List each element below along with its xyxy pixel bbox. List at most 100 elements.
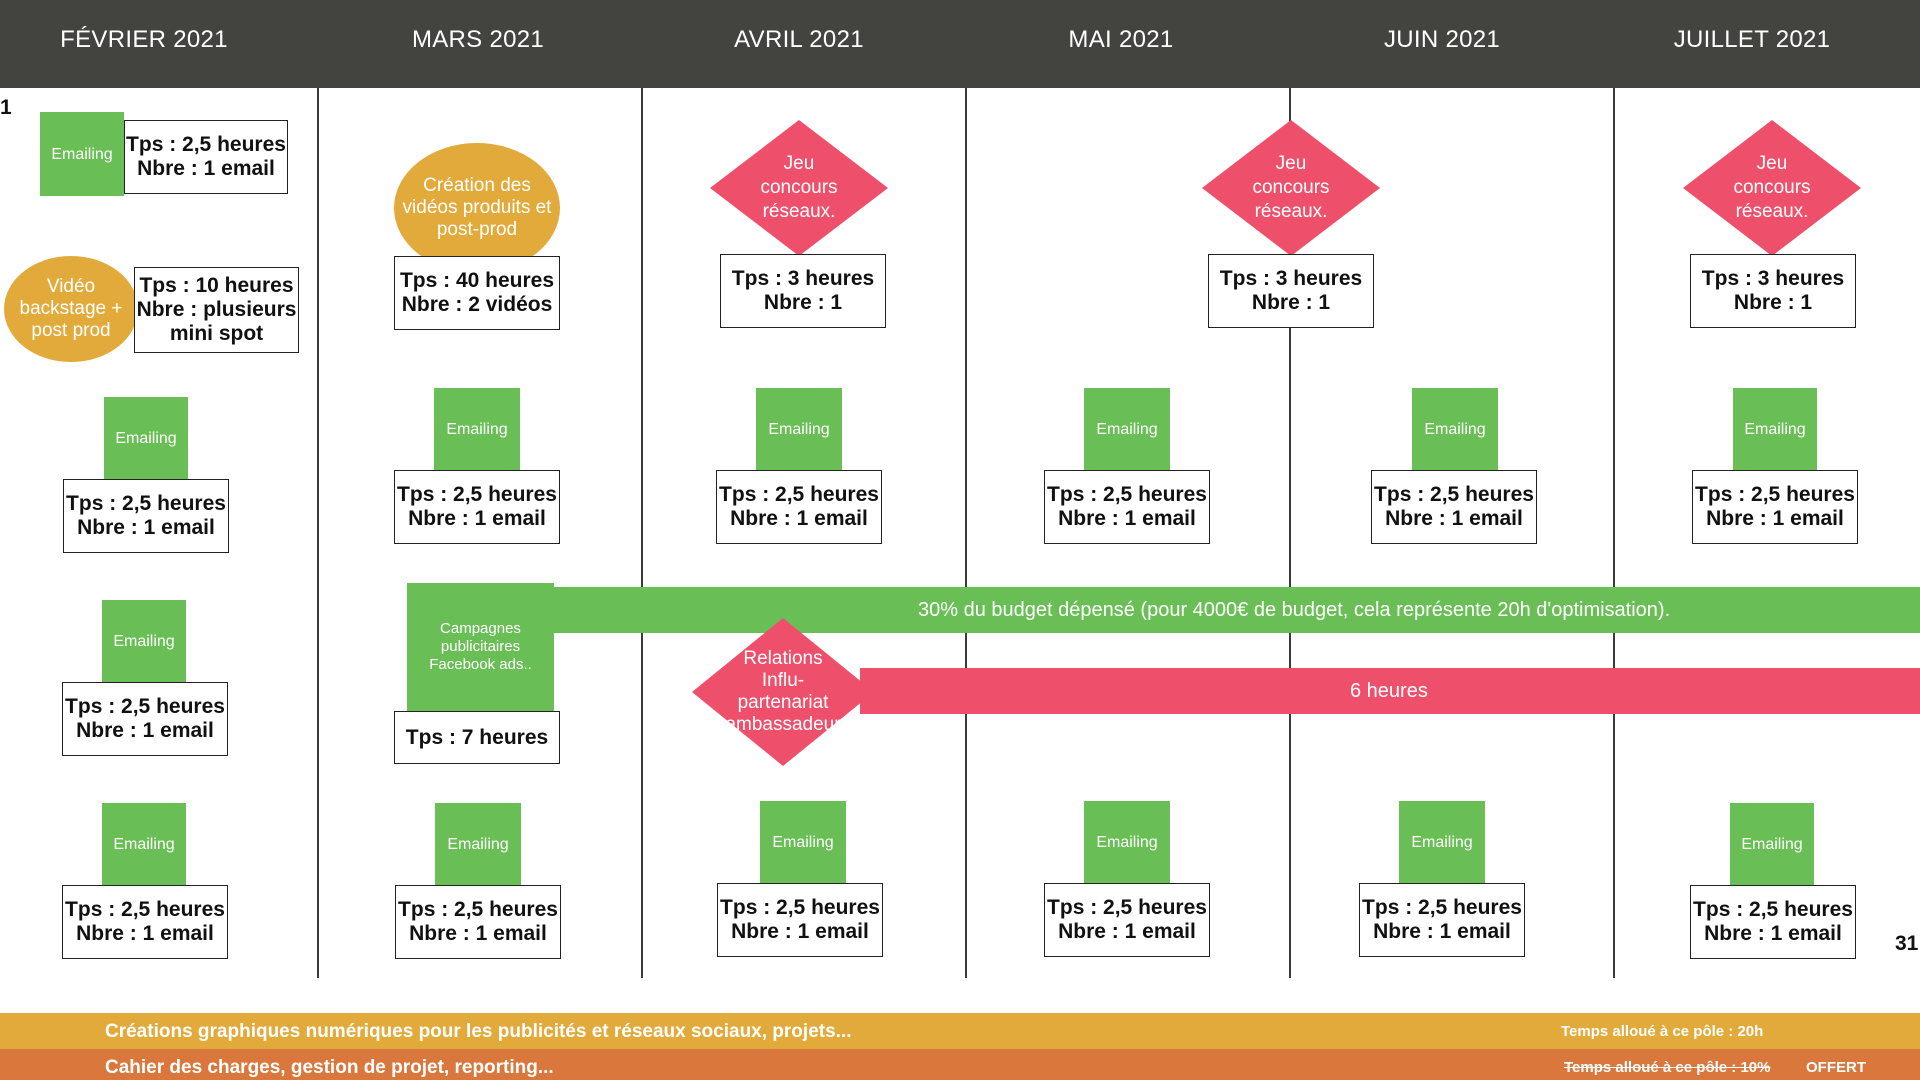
- time-text: Tps : 2,5 heures: [1374, 483, 1534, 506]
- edge-number-left: 1: [0, 96, 12, 119]
- count-text: Nbre : 1 email: [1385, 507, 1523, 530]
- jeu-concours-label: Jeu concours réseaux.: [1252, 153, 1330, 222]
- footer-cahier-band: Cahier des charges, gestion de projet, r…: [0, 1049, 1920, 1080]
- campagnes-block: Campagnes publicitaires Facebook ads..: [407, 583, 554, 711]
- count-text: Nbre : 1 email: [76, 719, 214, 742]
- month-avril: AVRIL 2021: [734, 26, 864, 53]
- relations-diamond: Relations Influ-partenariat ambassadeur: [692, 618, 874, 766]
- time-text: Tps : 3 heures: [1701, 267, 1845, 290]
- count-text: Nbre : 1: [1733, 291, 1813, 314]
- video-backstage-oval: Vidéo backstage + post prod: [4, 256, 138, 362]
- info-box: Tps : 2,5 heures Nbre : 1 email: [1690, 885, 1856, 959]
- column-divider: [641, 88, 643, 978]
- info-box: Tps : 3 heures Nbre : 1: [1690, 254, 1856, 328]
- relations-label: Relations Influ-partenariat ambassadeur: [725, 648, 841, 735]
- info-box: Tps : 40 heures Nbre : 2 vidéos: [394, 256, 560, 330]
- time-text: Tps : 2,5 heures: [719, 483, 879, 506]
- info-box: Tps : 2,5 heures Nbre : 1 email: [62, 885, 228, 959]
- count-text: Nbre : 1: [1251, 291, 1331, 314]
- time-text: Tps : 2,5 heures: [720, 896, 880, 919]
- info-box: Tps : 2,5 heures Nbre : 1 email: [1359, 883, 1525, 957]
- month-fevrier: FÉVRIER 2021: [60, 26, 228, 53]
- info-box: Tps : 3 heures Nbre : 1: [1208, 254, 1374, 328]
- time-text: Tps : 2,5 heures: [398, 898, 558, 921]
- month-mars: MARS 2021: [411, 26, 545, 53]
- count-text: Nbre : 1 email: [77, 516, 215, 539]
- emailing-block: Emailing: [435, 803, 521, 885]
- count-text: Nbre : 1: [763, 291, 843, 314]
- info-box: Tps : 2,5 heures Nbre : 1 email: [717, 883, 883, 957]
- count-text: Nbre : 1 email: [730, 507, 868, 530]
- time-text: Tps : 10 heures: [139, 274, 294, 297]
- jeu-concours-diamond: Jeu concours réseaux.: [1683, 120, 1861, 256]
- count-text: Nbre : 1 email: [1704, 922, 1842, 945]
- time-text: Tps : 2,5 heures: [65, 695, 225, 718]
- time-text: Tps : 2,5 heures: [397, 483, 557, 506]
- count-text: Nbre : 1 email: [1058, 920, 1196, 943]
- info-box: Tps : 2,5 heures Nbre : 1 email: [716, 470, 882, 544]
- time-text: Tps : 2,5 heures: [126, 133, 286, 156]
- footer-creations-band: Créations graphiques numériques pour les…: [0, 1013, 1920, 1049]
- emailing-block: Emailing: [1412, 388, 1498, 470]
- info-box: Tps : 2,5 heures Nbre : 1 email: [394, 470, 560, 544]
- relations-hours-label: 6 heures: [1350, 679, 1428, 702]
- info-box: Tps : 10 heures Nbre : plusieurs mini sp…: [134, 267, 299, 353]
- month-header: FÉVRIER 2021 MARS 2021 AVRIL 2021 MAI 20…: [0, 0, 1920, 88]
- jeu-concours-label: Jeu concours réseaux.: [1733, 153, 1811, 222]
- time-text: Tps : 2,5 heures: [1695, 483, 1855, 506]
- emailing-block: Emailing: [104, 397, 188, 479]
- footer-cahier-time: Temps alloué à ce pôle : 10%: [1564, 1059, 1771, 1076]
- column-divider: [965, 88, 967, 978]
- count-text: Nbre : 1 email: [76, 922, 214, 945]
- jeu-concours-diamond: Jeu concours réseaux.: [1202, 120, 1380, 256]
- budget-bar-label: 30% du budget dépensé (pour 4000€ de bud…: [918, 598, 1671, 621]
- count-text: Nbre : plusieurs: [136, 298, 297, 321]
- emailing-block: Emailing: [1399, 801, 1485, 883]
- time-text: Tps : 3 heures: [731, 267, 875, 290]
- count-text: Nbre : 1 email: [1706, 507, 1844, 530]
- info-box: Tps : 2,5 heures Nbre : 1 email: [1371, 470, 1537, 544]
- footer-creations-text: Créations graphiques numériques pour les…: [105, 1021, 852, 1042]
- month-juillet: JUILLET 2021: [1673, 26, 1831, 53]
- count-text: Nbre : 1 email: [731, 920, 869, 943]
- count-text: Nbre : 1 email: [137, 157, 275, 180]
- edge-number-right: 31: [1895, 932, 1919, 955]
- column-divider: [1289, 88, 1291, 978]
- info-box: Tps : 2,5 heures Nbre : 1 email: [63, 479, 229, 553]
- time-text: Tps : 7 heures: [405, 725, 549, 749]
- time-text: Tps : 40 heures: [399, 269, 555, 292]
- emailing-block: Emailing: [102, 600, 186, 682]
- relations-hours-bar: 6 heures: [860, 668, 1920, 714]
- creation-videos-oval: Création des vidéos produits et post-pro…: [394, 143, 560, 273]
- time-text: Tps : 2,5 heures: [1047, 483, 1207, 506]
- emailing-block: Emailing: [40, 112, 124, 196]
- count-text: Nbre : 1 email: [408, 507, 546, 530]
- info-box: Tps : 2,5 heures Nbre : 1 email: [395, 885, 561, 959]
- time-text: Tps : 2,5 heures: [1047, 896, 1207, 919]
- emailing-block: Emailing: [1733, 388, 1817, 470]
- count-text: Nbre : 1 email: [409, 922, 547, 945]
- footer-cahier-text: Cahier des charges, gestion de projet, r…: [105, 1057, 554, 1078]
- count-text: mini spot: [169, 322, 264, 345]
- info-box: Tps : 2,5 heures Nbre : 1 email: [1044, 470, 1210, 544]
- info-box: Tps : 7 heures: [394, 711, 560, 764]
- time-text: Tps : 2,5 heures: [66, 492, 226, 515]
- column-divider: [1613, 88, 1615, 978]
- jeu-concours-label: Jeu concours réseaux.: [760, 153, 838, 222]
- count-text: Nbre : 1 email: [1058, 507, 1196, 530]
- month-juin: JUIN 2021: [1383, 26, 1501, 53]
- time-text: Tps : 2,5 heures: [65, 898, 225, 921]
- emailing-block: Emailing: [756, 388, 842, 470]
- count-text: Nbre : 2 vidéos: [401, 293, 553, 316]
- info-box: Tps : 2,5 heures Nbre : 1 email: [1692, 470, 1858, 544]
- count-text: Nbre : 1 email: [1373, 920, 1511, 943]
- time-text: Tps : 2,5 heures: [1362, 896, 1522, 919]
- month-mai: MAI 2021: [1068, 26, 1174, 53]
- emailing-block: Emailing: [434, 388, 520, 470]
- column-divider: [317, 88, 319, 978]
- footer-creations-time: Temps alloué à ce pôle : 20h: [1561, 1023, 1764, 1040]
- info-box: Tps : 2,5 heures Nbre : 1 email: [124, 120, 288, 194]
- emailing-block: Emailing: [1084, 801, 1170, 883]
- info-box: Tps : 2,5 heures Nbre : 1 email: [62, 682, 228, 756]
